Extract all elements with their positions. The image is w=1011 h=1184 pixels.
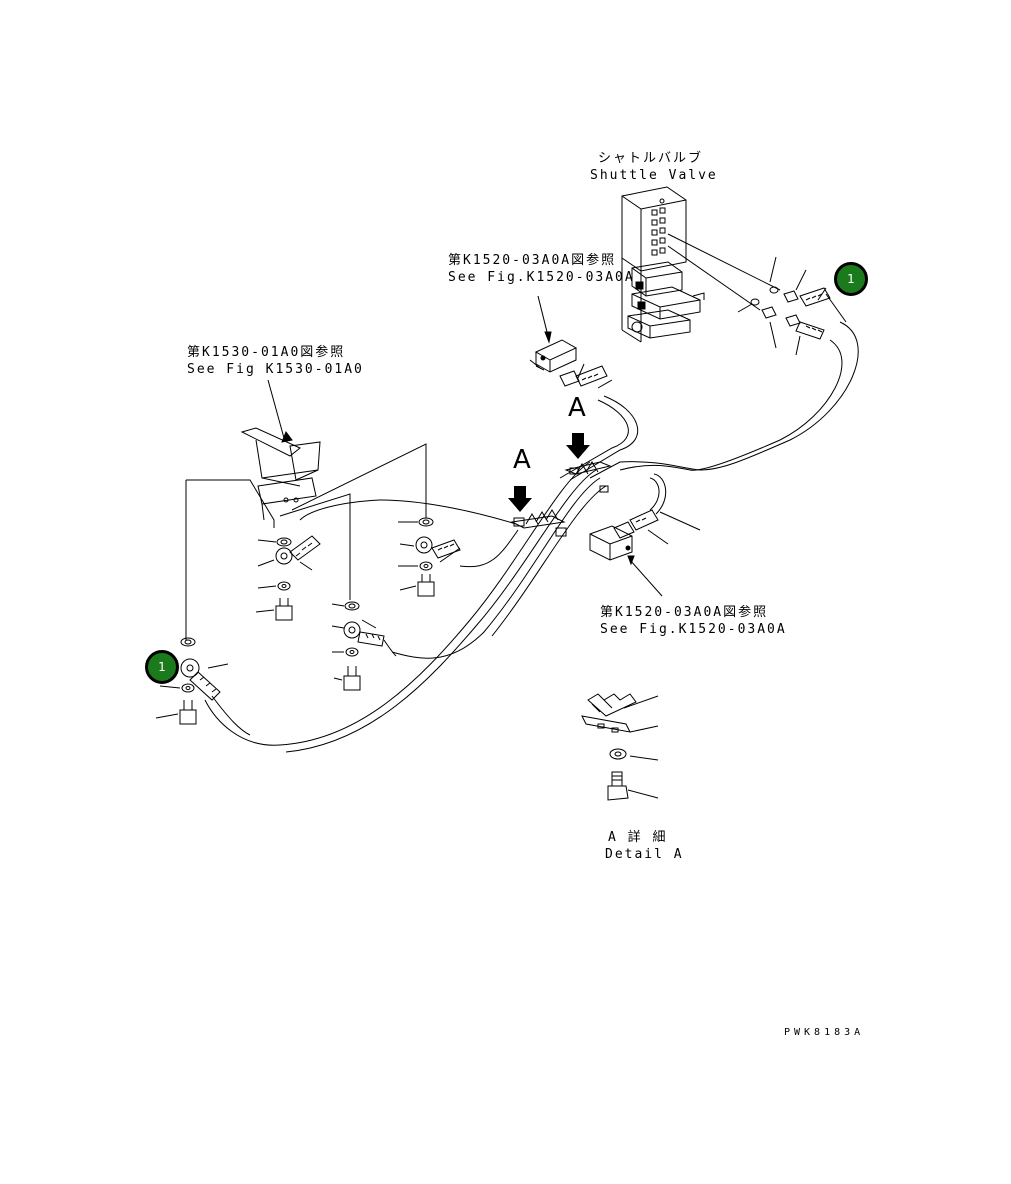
arrow-a-right [566,433,590,459]
right-fittings [737,256,847,356]
callout-item-1-left[interactable]: 1 [145,650,179,684]
fitting-stack-4 [155,637,229,725]
fitting-stack-2 [255,535,321,621]
ref-block-top [529,339,613,389]
ref-block-bottom [589,473,701,597]
clamp-left [510,509,567,537]
pedal-assembly [240,379,321,521]
shuttle-valve-label-jp: シャトルバルブ [598,151,704,166]
ref-top-label-en: See Fig.K1520-03A0A [448,270,635,285]
shuttle-valve [621,186,705,343]
shuttle-valve-label-en: Shuttle Valve [590,168,718,183]
ref-bottom-label-en: See Fig.K1520-03A0A [600,622,787,637]
ref-top-label-jp: 第K1520-03A0A図参照 [448,253,617,268]
callout-item-1-right[interactable]: 1 [834,262,868,296]
ref-k1530-label-jp: 第K1530-01A0図参照 [187,345,346,360]
ref-k1530-label-en: See Fig K1530-01A0 [187,362,364,377]
detail-a-label-jp: A 詳 細 [608,830,668,845]
fitting-stack-1 [398,517,461,597]
view-a-left-label: A [513,445,531,475]
detail-a-label-en: Detail A [605,847,684,862]
clamp-right [564,461,612,493]
drawing-number: PWK8183A [784,1027,865,1038]
detail-a-parts [581,693,659,801]
fitting-stack-3 [331,601,397,691]
view-a-right-label: A [568,393,586,423]
ref-bottom-label-jp: 第K1520-03A0A図参照 [600,605,769,620]
arrow-a-left [508,486,532,512]
